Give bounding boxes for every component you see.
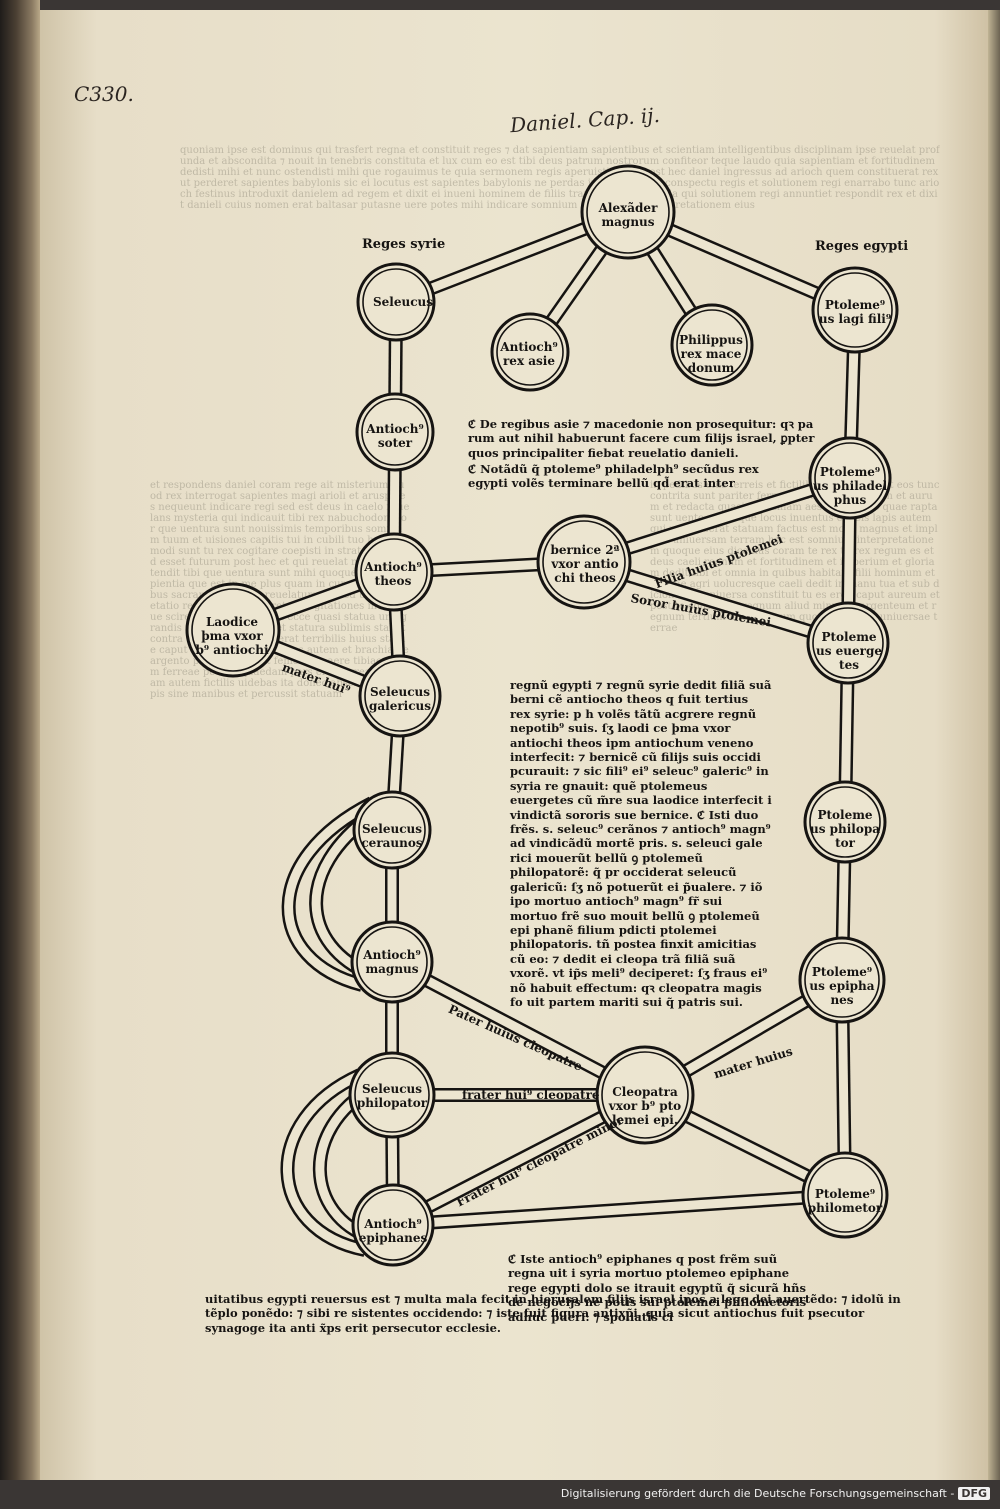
- node-ptolemeus-lagi: Ptoleme⁹ us lagi fili⁹: [818, 298, 892, 326]
- node-seleucus: Seleucus: [372, 295, 433, 309]
- note-regnum-egypti: regnũ egypti ⁊ regnũ syrie dedit filiã s…: [510, 678, 772, 1009]
- node-ptolemeus-philopator: Ptoleme us philopa tor: [809, 808, 881, 850]
- circle-ring-ptolemeus_euergetes: [812, 607, 884, 679]
- connector-fill-antiochus_epiphanes-ptolemeus_philometor: [392, 1190, 846, 1230]
- curve-inner-ceraunos-magnus-fill: [311, 811, 375, 980]
- circle-antiochus_asie: [490, 312, 570, 392]
- circle-seleucus_philopator: [348, 1051, 436, 1139]
- circle-ring-seleucus_philopator: [354, 1057, 430, 1133]
- dfg-credit-text: Digitalisierung gefördert durch die Deut…: [560, 1487, 955, 1500]
- circle-philippus: [670, 303, 754, 387]
- circle-ptolemeus_euergetes: [806, 601, 890, 685]
- circle-ring-antiochus_magnus: [356, 926, 428, 998]
- node-alexander-magnus: Alexãder magnus: [598, 201, 658, 229]
- circle-ring-ptolemeus_philadelphus: [814, 442, 886, 514]
- circle-ring-philippus: [676, 309, 748, 381]
- circle-ring-seleucus: [362, 268, 430, 336]
- circle-ring-antiochus_asie: [496, 318, 564, 386]
- node-ptolemeus-philometor: Ptoleme⁹ philometor: [807, 1187, 883, 1215]
- node-antiochus-rex-asie: Antioch⁹ rex asie: [500, 340, 558, 368]
- node-ptolemeus-philadelphus: Ptoleme⁹ us philadel phus: [812, 465, 888, 507]
- circle-antiochus_soter: [355, 392, 435, 472]
- circle-ring-bernice: [542, 520, 626, 604]
- circle-ring-ptolemeus_epiphanes: [804, 942, 880, 1018]
- circle-seleucus_galericus: [358, 654, 442, 738]
- node-ptolemeus-epiphanes: Ptoleme⁹ us epipha nes: [809, 965, 875, 1007]
- circle-antiochus_magnus: [350, 920, 434, 1004]
- node-ptolemeus-euergetes: Ptoleme us euerge tes: [816, 630, 882, 672]
- circle-ring-cleopatra: [601, 1051, 689, 1139]
- king-circles: [185, 164, 899, 1267]
- dfg-logo: DFG: [958, 1487, 990, 1500]
- note-iste-antiochus-continued: uitatibus egypti reuersus est ⁊ multa ma…: [205, 1292, 901, 1335]
- edge-label-frater: frater hui⁹ cleopatre: [462, 1088, 600, 1102]
- circle-ring-ptolemeus_philometor: [807, 1157, 883, 1233]
- dfg-credit: Digitalisierung gefördert durch die Deut…: [561, 1487, 990, 1500]
- circle-bernice: [536, 514, 632, 610]
- circle-ptolemeus_epiphanes: [798, 936, 886, 1024]
- circle-ring-antiochus_epiphanes: [357, 1189, 429, 1261]
- note-notandum-ptolemeus: ℭ Notãdũ q̃ ptoleme⁹ philadelph⁹ secũdus…: [468, 462, 759, 491]
- page-edge: [988, 10, 1000, 1480]
- circle-antiochus_theos: [354, 532, 434, 612]
- note-de-regibus-asie: ℭ De regibus asie ⁊ macedonie non proseq…: [468, 417, 815, 460]
- circle-ring-antiochus_theos: [360, 538, 428, 606]
- circle-ptolemeus_philometor: [801, 1151, 889, 1239]
- circle-antiochus_epiphanes: [351, 1183, 435, 1267]
- heading-reges-egypti: Reges egypti: [815, 239, 909, 254]
- circle-ring-laodice: [191, 588, 275, 672]
- curve-philopator-epiphanes-fill: [283, 1070, 366, 1255]
- node-antiochus-theos: Antioch⁹ theos: [364, 560, 422, 588]
- heading-reges-syrie: Reges syrie: [362, 237, 446, 252]
- node-seleucus-ceraunos: Seleucus ceraunos: [361, 822, 423, 850]
- footer-bar: [0, 1480, 1000, 1509]
- node-antiochus-epiphanes: Antioch⁹ epiphanes: [358, 1217, 428, 1245]
- book-spine: [0, 0, 40, 1509]
- node-antiochus-soter: Antioch⁹ soter: [366, 422, 424, 450]
- node-bernice: bernice 2ª vxor antio chi theos: [550, 543, 620, 585]
- node-cleopatra: Cleopatra vxor b⁹ pto lemei epi.: [608, 1085, 682, 1127]
- circle-ring-ptolemeus_lagi: [817, 272, 893, 348]
- curve-inner-philopator-epiphanes-fill: [315, 1084, 375, 1243]
- folio-number: C330.: [74, 82, 134, 106]
- node-seleucus-philopator: Seleucus philopator: [356, 1082, 428, 1110]
- circle-ring-ptolemeus_philopator: [809, 786, 881, 858]
- circle-ring-alexander: [586, 170, 670, 254]
- circle-ptolemeus_philopator: [803, 780, 887, 864]
- circle-ptolemeus_lagi: [811, 266, 899, 354]
- circle-ring-seleucus_ceraunos: [358, 796, 426, 864]
- node-antiochus-magnus: Antioch⁹ magnus: [363, 948, 421, 976]
- circle-ring-antiochus_soter: [361, 398, 429, 466]
- circle-ptolemeus_philadelphus: [808, 436, 892, 520]
- curve-ceraunos-magnus-fill: [284, 798, 375, 990]
- circle-seleucus_ceraunos: [352, 790, 432, 870]
- circle-cleopatra: [595, 1045, 695, 1145]
- note-iste-antiochus: ℭ Iste antioch⁹ epiphanes q post frẽm su…: [508, 1252, 807, 1324]
- circle-ring-seleucus_galericus: [364, 660, 436, 732]
- node-seleucus-galericus: Seleucus galericus: [368, 685, 432, 713]
- circle-alexander: [580, 164, 676, 260]
- show-through-text: quoniam ipse est dominus qui trasfert re…: [180, 145, 940, 211]
- circle-seleucus: [356, 262, 436, 342]
- node-laodice: Laodice þma vxor b⁹ antiochi: [195, 615, 269, 657]
- circle-laodice: [185, 582, 281, 678]
- node-philippus: Philippus rex mace donum: [679, 333, 743, 375]
